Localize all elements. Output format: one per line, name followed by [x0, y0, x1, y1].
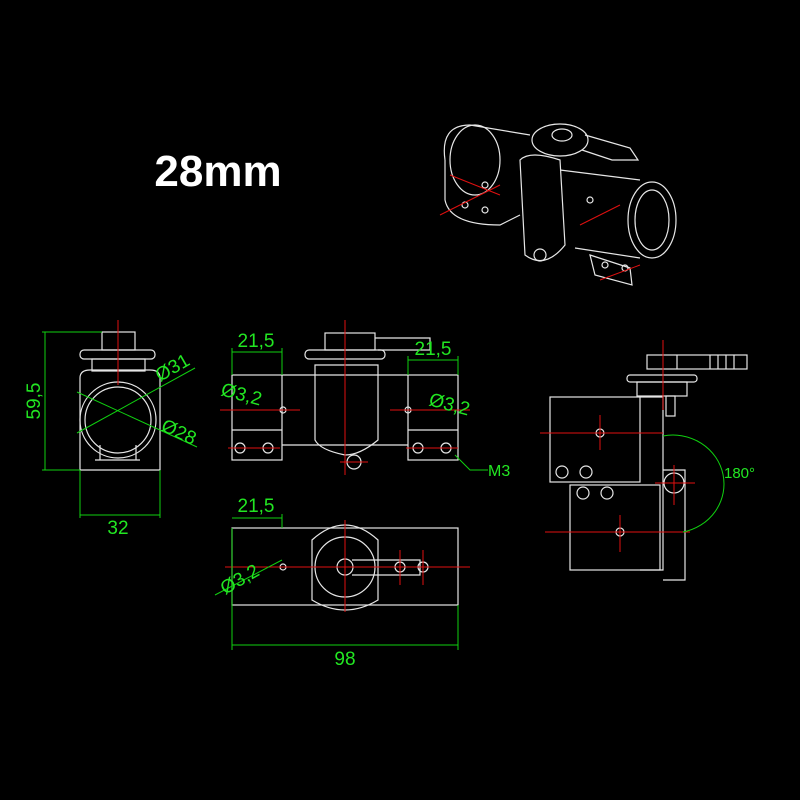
side-right-offset: 21,5 [415, 339, 452, 360]
drawing-title: 28mm [154, 147, 281, 196]
top-view: 21,5 Ø3,2 98 [214, 496, 470, 670]
thread-label: M3 [488, 463, 510, 480]
top-hole: Ø3,2 [217, 561, 263, 600]
side-right-hole: Ø3,2 [427, 390, 472, 421]
width-dimension: 32 [107, 518, 128, 539]
isometric-view [439, 123, 677, 286]
height-dimension: 59,5 [24, 383, 45, 420]
rotation-label: 180° [724, 465, 755, 482]
length-dimension: 98 [334, 649, 355, 670]
top-offset: 21,5 [238, 496, 275, 517]
side-left-offset: 21,5 [238, 331, 275, 352]
end-view: 180° [540, 340, 755, 581]
side-left-hole: Ø3,2 [219, 380, 264, 411]
front-view: 59,5 Ø31 Ø28 32 [24, 320, 199, 539]
inner-diameter-dimension: Ø28 [158, 415, 199, 449]
outer-diameter-dimension: Ø31 [152, 350, 194, 386]
side-view: 21,5 21,5 Ø3,2 Ø3,2 M3 [219, 320, 510, 480]
